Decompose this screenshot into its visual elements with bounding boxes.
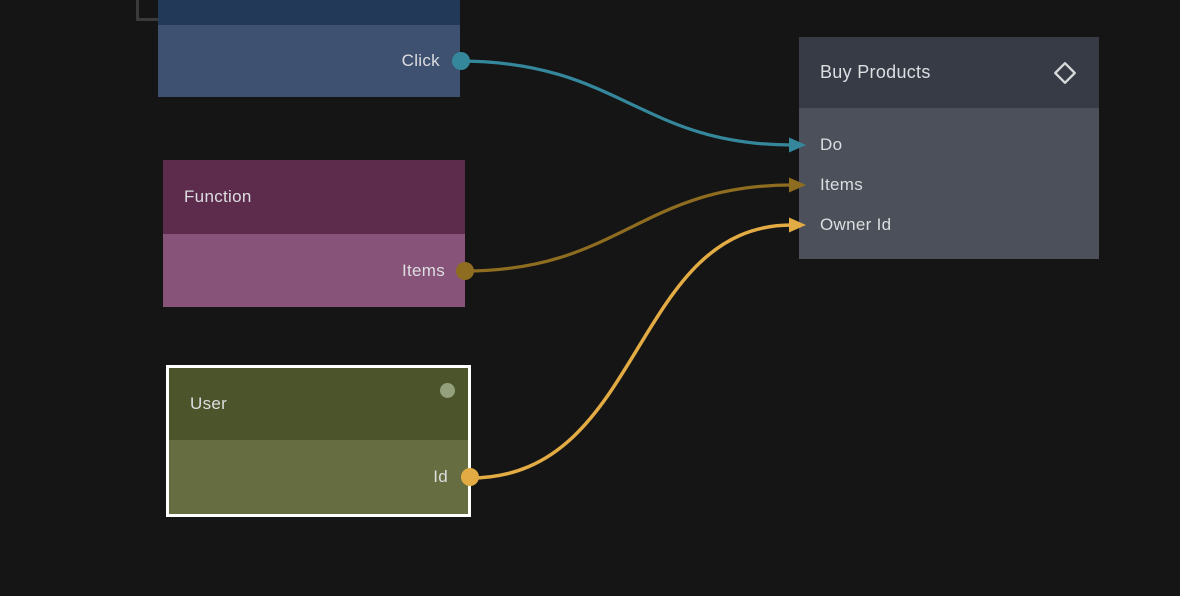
connection-id-to-owner-id[interactable] — [469, 223, 793, 480]
node-function[interactable]: Function Items — [163, 160, 474, 307]
node-click-header — [158, 0, 460, 25]
node-user[interactable]: User Id — [166, 365, 479, 517]
input-row-items[interactable]: Items — [799, 165, 1099, 205]
connection-items-to-items[interactable] — [464, 183, 793, 273]
input-label-do: Do — [820, 135, 843, 154]
node-title: Function — [184, 187, 252, 206]
status-dot-icon — [440, 383, 455, 398]
selection-corner-icon — [136, 0, 158, 21]
input-row-owner-id[interactable]: Owner Id — [799, 205, 1099, 245]
output-row-click: Click — [158, 25, 460, 97]
output-row-id: Id — [169, 440, 468, 514]
node-user-header: User — [169, 368, 468, 440]
node-title: Buy Products — [820, 62, 931, 82]
node-buy-products[interactable]: Buy Products Do Items Owner Id — [799, 37, 1099, 259]
output-label-click: Click — [401, 51, 440, 70]
input-label-items: Items — [820, 175, 864, 194]
node-buy-products-body: Do Items Owner Id — [799, 108, 1099, 259]
node-title: User — [190, 394, 228, 413]
node-function-header: Function — [163, 160, 465, 234]
node-click-body: Click — [158, 25, 470, 97]
connection-click-to-do[interactable] — [458, 59, 793, 147]
node-click[interactable]: Click — [158, 0, 470, 97]
node-user-body: Id — [169, 440, 479, 514]
input-row-do[interactable]: Do — [799, 125, 1099, 165]
output-label-items: Items — [401, 260, 445, 280]
output-label-id: Id — [433, 467, 448, 486]
node-buy-products-header: Buy Products — [799, 37, 1099, 108]
input-label-owner-id: Owner Id — [820, 215, 892, 234]
node-function-body: Items — [163, 234, 474, 307]
diamond-icon — [1052, 60, 1078, 86]
output-row-items: Items — [163, 234, 465, 307]
